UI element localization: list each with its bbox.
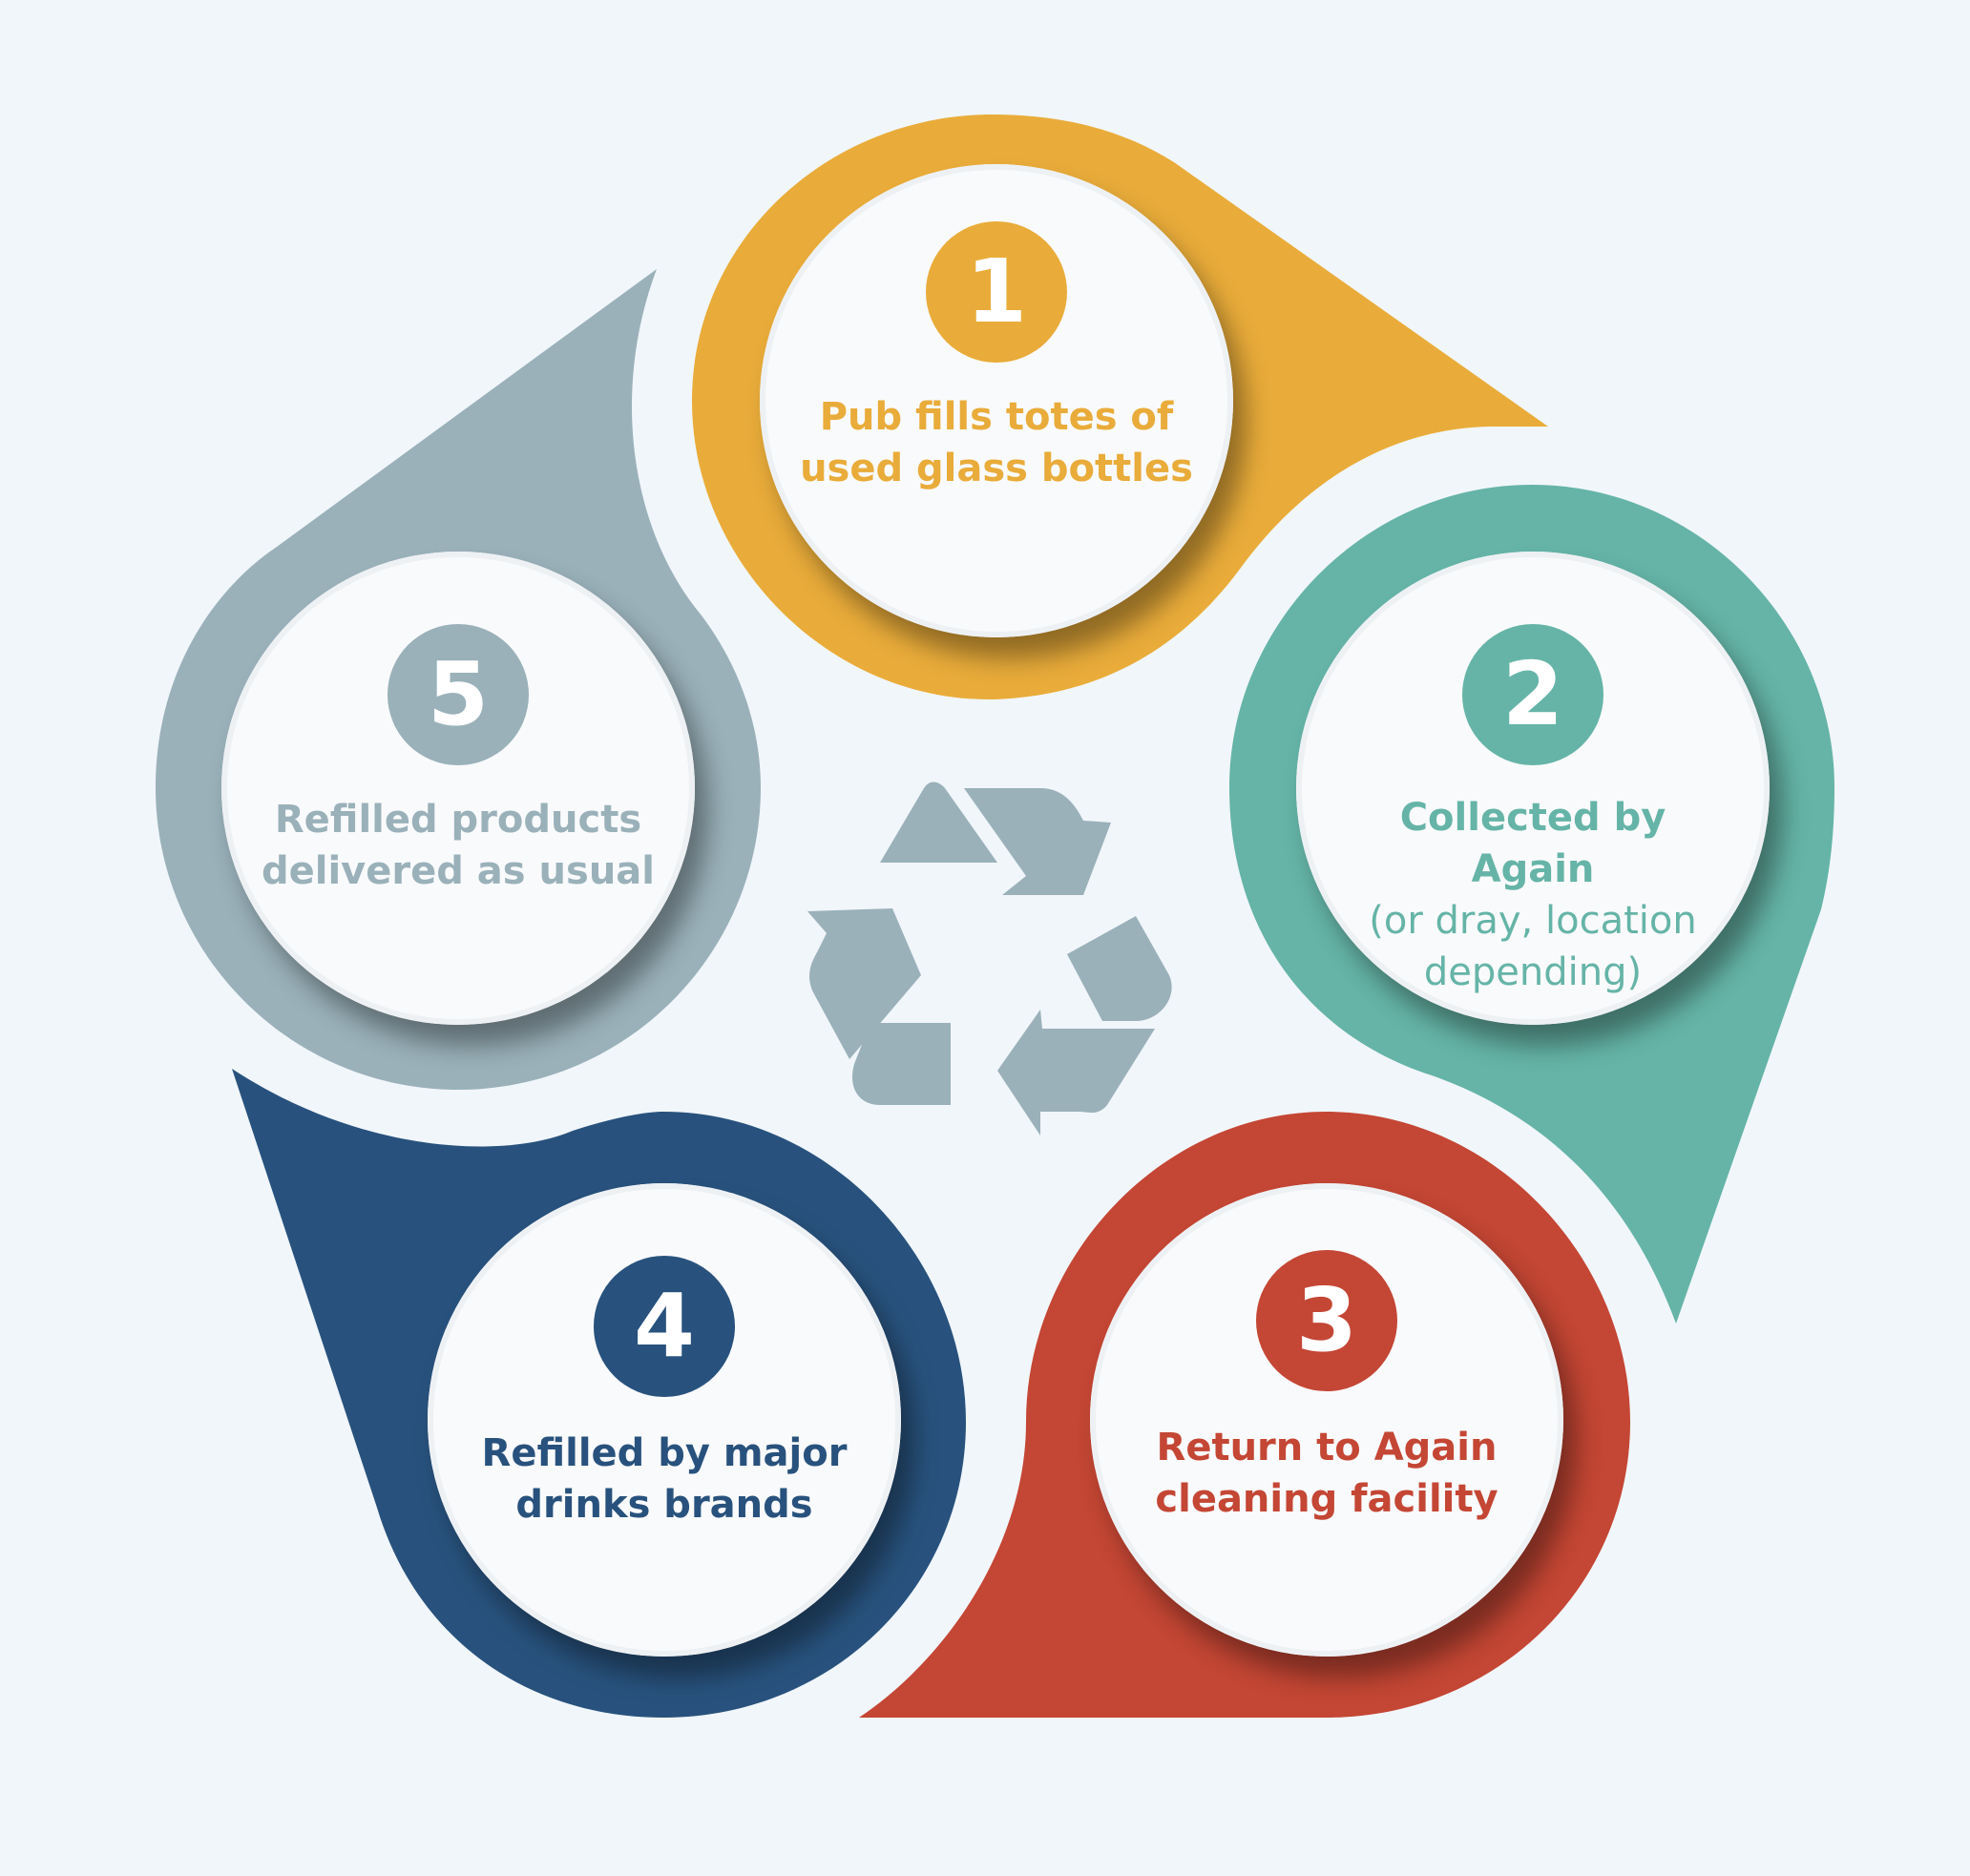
step-1-text: Pub fills totes of used glass bottles — [798, 391, 1195, 494]
step-2-label: Collected by Again — [1399, 796, 1666, 891]
step-5-circle: 5 Refilled products delivered as usual — [221, 552, 695, 1025]
recycle-arrow-top — [880, 782, 1111, 895]
step-1-number: 1 — [926, 221, 1067, 363]
step-3-label: Return to Again cleaning facility — [1155, 1426, 1498, 1521]
recycle-arrow-left — [807, 908, 951, 1105]
recycle-icon — [807, 782, 1172, 1136]
step-5-number: 5 — [388, 624, 529, 765]
step-1-label: Pub fills totes of used glass bottles — [800, 395, 1193, 490]
step-2-sublabel: (or dray, location depending) — [1369, 899, 1697, 994]
step-1-circle: 1 Pub fills totes of used glass bottles — [760, 164, 1233, 637]
step-3-number: 3 — [1256, 1250, 1397, 1391]
step-2-number: 2 — [1462, 624, 1603, 765]
step-2-text: Collected by Again (or dray, location de… — [1334, 792, 1731, 998]
step-4-label: Refilled by major drinks brands — [481, 1431, 848, 1527]
step-2-circle: 2 Collected by Again (or dray, location … — [1296, 552, 1770, 1025]
step-4-number: 4 — [594, 1256, 735, 1397]
step-5-text: Refilled products delivered as usual — [260, 794, 657, 897]
step-3-circle: 3 Return to Again cleaning facility — [1090, 1183, 1563, 1657]
step-5-label: Refilled products delivered as usual — [262, 798, 655, 893]
step-4-text: Refilled by major drinks brands — [466, 1428, 863, 1531]
recycle-arrow-right — [997, 916, 1172, 1136]
step-4-circle: 4 Refilled by major drinks brands — [428, 1183, 901, 1657]
step-3-text: Return to Again cleaning facility — [1128, 1422, 1525, 1525]
